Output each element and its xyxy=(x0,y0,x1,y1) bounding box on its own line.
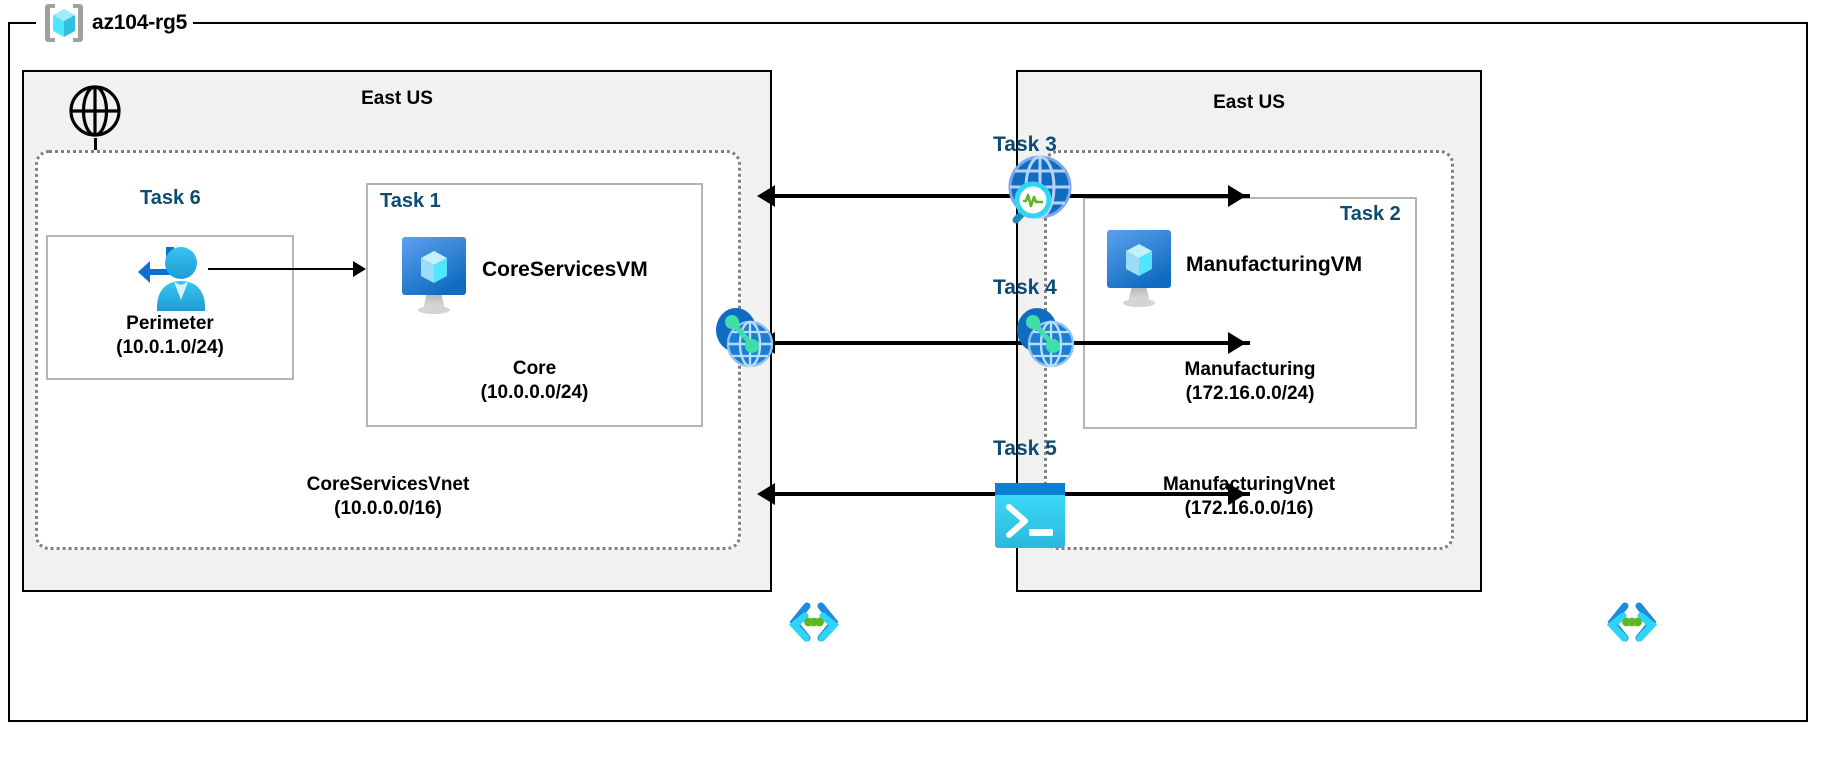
subnet-core-label: Core (10.0.0.0/24) xyxy=(366,357,703,406)
vnet-coreservices-cidr: (10.0.0.0/16) xyxy=(334,498,442,520)
task-label-5: Task 5 xyxy=(993,437,1057,460)
task-label-1: Task 1 xyxy=(380,190,441,212)
subnet-manufacturing-name: Manufacturing xyxy=(1184,359,1316,380)
vnet-peering-icon xyxy=(1013,304,1077,377)
subnet-core-cidr: (10.0.0.0/24) xyxy=(480,382,589,404)
region-label-right-wrap: East US xyxy=(1016,92,1482,114)
subnet-core-name: Core xyxy=(512,358,557,379)
virtual-machine-icon-core xyxy=(398,235,470,322)
subnet-perimeter-cidr: (10.0.1.0/24) xyxy=(116,337,224,359)
virtual-network-icon xyxy=(786,598,842,653)
subnet-manufacturing-cidr: (172.16.0.0/24) xyxy=(1185,383,1315,405)
task5-arrowhead-right xyxy=(1228,483,1246,505)
task4-connection-line xyxy=(770,341,1250,345)
vm-name-coreservices: CoreServicesVM xyxy=(482,258,648,281)
virtual-machine-icon-manufacturing xyxy=(1103,228,1175,315)
vnet-manufacturing-label: ManufacturingVnet (172.16.0.0/16) xyxy=(1044,473,1454,522)
task-label-3: Task 3 xyxy=(993,133,1057,156)
bastion-user-icon xyxy=(128,243,214,320)
task5-arrowhead-left xyxy=(757,483,775,505)
perimeter-to-core-line xyxy=(208,268,356,270)
task-label-6: Task 6 xyxy=(140,187,201,209)
task4-arrowhead-right xyxy=(1228,332,1246,354)
subnet-perimeter-label: Perimeter (10.0.1.0/24) xyxy=(46,312,294,361)
vnet-manufacturing-name: ManufacturingVnet xyxy=(1162,474,1336,495)
resource-group-name: az104-rg5 xyxy=(92,11,188,34)
region-label-left-wrap: East US xyxy=(22,88,772,110)
vm-name-manufacturing: ManufacturingVM xyxy=(1186,253,1363,276)
resource-group-cube-icon xyxy=(42,1,86,45)
task-label-4: Task 4 xyxy=(993,276,1057,299)
region-label-east-us-left: East US xyxy=(361,88,433,109)
vnet-peering-icon xyxy=(712,304,776,377)
subnet-perimeter-name: Perimeter xyxy=(126,313,214,334)
task3-arrowhead-left xyxy=(757,185,775,207)
network-watcher-icon xyxy=(992,152,1074,239)
vnet-manufacturing-cidr: (172.16.0.0/16) xyxy=(1184,498,1314,520)
task3-arrowhead-right xyxy=(1228,185,1246,207)
perimeter-to-core-arrowhead xyxy=(353,261,366,277)
task-label-2: Task 2 xyxy=(1340,203,1401,225)
internet-globe-icon xyxy=(68,84,122,143)
subnet-manufacturing-label: Manufacturing (172.16.0.0/24) xyxy=(1083,358,1417,407)
cloud-shell-icon xyxy=(991,477,1069,558)
vnet-coreservices-name: CoreServicesVnet xyxy=(306,474,470,495)
subnet-core xyxy=(366,183,703,427)
resource-group-frame xyxy=(8,22,1808,722)
vnet-coreservices-label: CoreServicesVnet (10.0.0.0/16) xyxy=(35,473,741,522)
virtual-network-icon xyxy=(1604,598,1660,653)
region-label-east-us-right: East US xyxy=(1213,92,1285,113)
resource-group-title: az104-rg5 xyxy=(36,4,194,42)
